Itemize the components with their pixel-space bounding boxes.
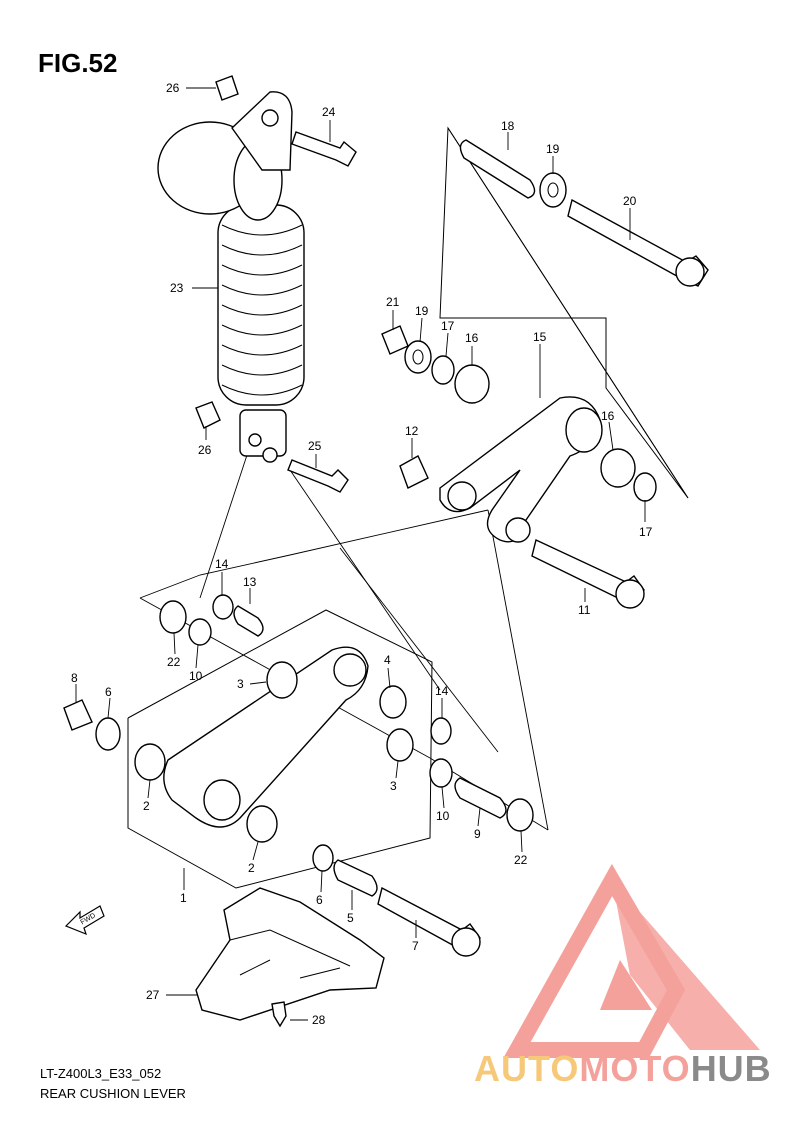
cushion-rod [134, 646, 414, 843]
fwd-direction-arrow: FWD [64, 905, 105, 936]
callout-18: 18 [501, 119, 515, 133]
bolts [287, 131, 709, 957]
callout-19-mid: 19 [415, 304, 429, 318]
diagram-title: REAR CUSHION LEVER [40, 1086, 186, 1101]
diagram-code: LT-Z400L3_E33_052 [40, 1066, 162, 1081]
callout-23: 23 [170, 281, 184, 295]
callout-15: 15 [533, 330, 547, 344]
callout-26-mid: 26 [198, 443, 212, 457]
callout-20: 20 [623, 194, 637, 208]
callout-10-left: 10 [189, 669, 203, 683]
callout-28: 28 [312, 1013, 326, 1027]
callout-22-right: 22 [514, 853, 528, 867]
callout-leaders [75, 87, 646, 1021]
callout-11: 11 [578, 603, 591, 617]
watermark-logo [503, 863, 760, 1058]
collars-and-washers [195, 75, 657, 502]
watermark-auto: AUTO [474, 1048, 580, 1089]
callout-24: 24 [322, 105, 336, 119]
callout-5: 5 [347, 911, 354, 925]
callout-25: 25 [308, 439, 322, 453]
callout-7: 7 [412, 939, 419, 953]
callout-22-left: 22 [167, 655, 181, 669]
callout-10-right: 10 [436, 809, 450, 823]
callout-9: 9 [474, 827, 481, 841]
callout-6-left: 6 [105, 685, 112, 699]
callout-6-bottom: 6 [316, 893, 323, 907]
callout-4: 4 [384, 653, 391, 667]
cushion-lever [439, 396, 603, 543]
callout-3-left: 3 [237, 677, 244, 691]
callout-27: 27 [146, 988, 160, 1002]
assembly-outlines [127, 126, 689, 889]
callout-12: 12 [405, 424, 419, 438]
callout-labels: 26 24 18 19 20 23 21 19 17 16 15 16 17 2… [71, 81, 653, 1027]
callout-16-right: 16 [601, 409, 615, 423]
callout-3-right: 3 [390, 779, 397, 793]
callout-13: 13 [243, 575, 257, 589]
callout-26-top: 26 [166, 81, 180, 95]
callout-2-bottom: 2 [248, 861, 255, 875]
callout-16-left: 16 [465, 331, 479, 345]
watermark-hub: HUB [690, 1048, 772, 1089]
watermark-text: AUTOMOTOHUB [474, 1048, 772, 1090]
callout-8: 8 [71, 671, 78, 685]
lower-guard [195, 887, 385, 1028]
figure-title: FIG.52 [38, 48, 118, 78]
callout-19-top: 19 [546, 142, 560, 156]
small-parts-left [63, 594, 264, 751]
callout-1: 1 [180, 891, 187, 905]
callout-14-left: 14 [215, 557, 229, 571]
callout-21: 21 [386, 295, 400, 309]
small-parts-right [312, 717, 534, 897]
callout-2-left: 2 [143, 799, 150, 813]
rear-shock-absorber [157, 91, 305, 463]
watermark-moto: MOTO [579, 1048, 691, 1089]
callout-17-top: 17 [441, 319, 455, 333]
callout-17-right: 17 [639, 525, 653, 539]
callout-14-right: 14 [435, 684, 449, 698]
